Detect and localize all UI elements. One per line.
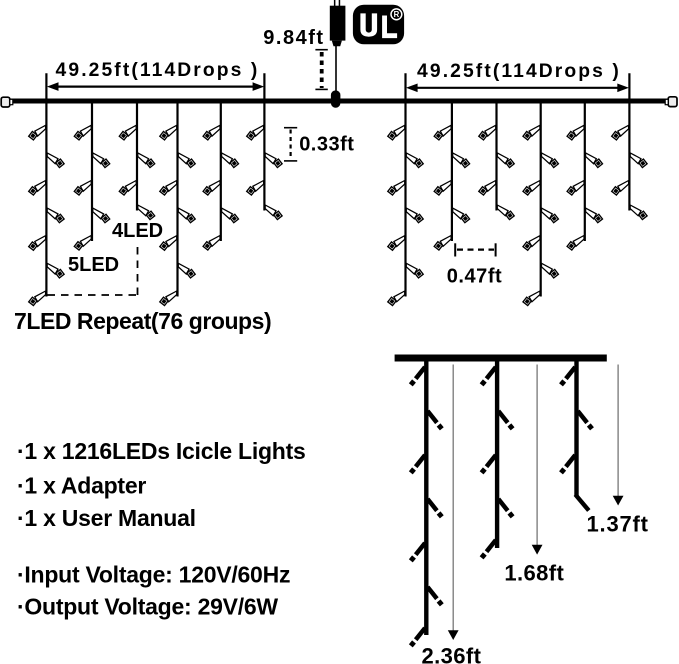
svg-text:R: R — [394, 10, 400, 19]
svg-text:·Input Voltage: 120V/60Hz: ·Input Voltage: 120V/60Hz — [17, 562, 290, 588]
svg-text:·1 x Adapter: ·1 x Adapter — [17, 472, 146, 498]
svg-text:9.84ft: 9.84ft — [263, 27, 324, 49]
svg-text:49.25ft(114Drops ): 49.25ft(114Drops ) — [56, 60, 260, 81]
svg-text:2.36ft: 2.36ft — [422, 644, 482, 664]
svg-text:·Output Voltage: 29V/6W: ·Output Voltage: 29V/6W — [17, 594, 278, 620]
svg-text:0.47ft: 0.47ft — [447, 266, 503, 288]
svg-text:5LED: 5LED — [68, 254, 119, 276]
svg-text:·1 x User Manual: ·1 x User Manual — [17, 505, 196, 531]
svg-text:4LED: 4LED — [112, 220, 163, 242]
svg-text:49.25ft(114Drops ): 49.25ft(114Drops ) — [417, 61, 621, 82]
svg-text:1.37ft: 1.37ft — [587, 512, 649, 537]
svg-text:0.33ft: 0.33ft — [299, 134, 354, 156]
svg-text:7LED Repeat(76 groups): 7LED Repeat(76 groups) — [14, 308, 271, 334]
svg-text:·1 x 1216LEDs Icicle Lights: ·1 x 1216LEDs Icicle Lights — [17, 438, 306, 464]
svg-text:1.68ft: 1.68ft — [504, 561, 564, 586]
